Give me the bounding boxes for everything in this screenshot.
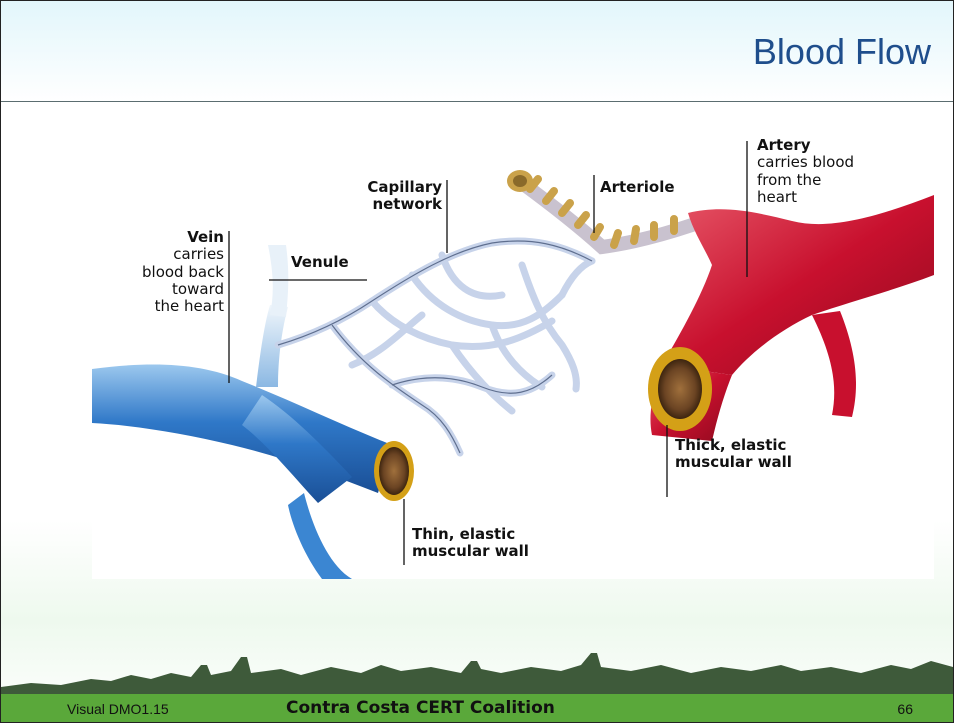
vein-title: Vein [100,229,224,246]
vein-desc-line-3: toward [100,281,224,298]
thick-wall-line-1: Thick, elastic [675,437,792,454]
artery-desc-line-3: heart [757,189,854,206]
slide-title: Blood Flow [753,31,931,73]
vein-label: Vein carries blood back toward the heart [100,229,224,315]
city-skyline [1,639,953,695]
artery-title: Artery [757,137,854,154]
artery-desc-line-1: carries blood [757,154,854,171]
arteriole-label: Arteriole [600,179,675,196]
venule-label: Venule [291,254,349,271]
page-number: 66 [897,701,913,717]
title-divider [1,101,953,102]
capillary-network-label: Capillary network [332,179,442,214]
thin-wall-line-2: muscular wall [412,543,529,560]
footer-bar: Visual DMO1.15 Contra Costa CERT Coaliti… [1,694,953,722]
artery-desc-line-2: from the [757,172,854,189]
vein-desc-line-1: carries [100,246,224,263]
capillary-line-1: Capillary [332,179,442,196]
vein-desc-line-2: blood back [100,264,224,281]
thick-wall-label: Thick, elastic muscular wall [675,437,792,472]
footer-visual-id: Visual DMO1.15 [67,701,169,717]
thick-wall-line-2: muscular wall [675,454,792,471]
thin-wall-line-1: Thin, elastic [412,526,529,543]
vein-desc-line-4: the heart [100,298,224,315]
footer-organization: Contra Costa CERT Coalition [286,698,555,718]
blood-vessel-diagram: Vein carries blood back toward the heart… [92,125,934,579]
thin-wall-label: Thin, elastic muscular wall [412,526,529,561]
capillary-line-2: network [332,196,442,213]
artery-label: Artery carries blood from the heart [757,137,854,206]
